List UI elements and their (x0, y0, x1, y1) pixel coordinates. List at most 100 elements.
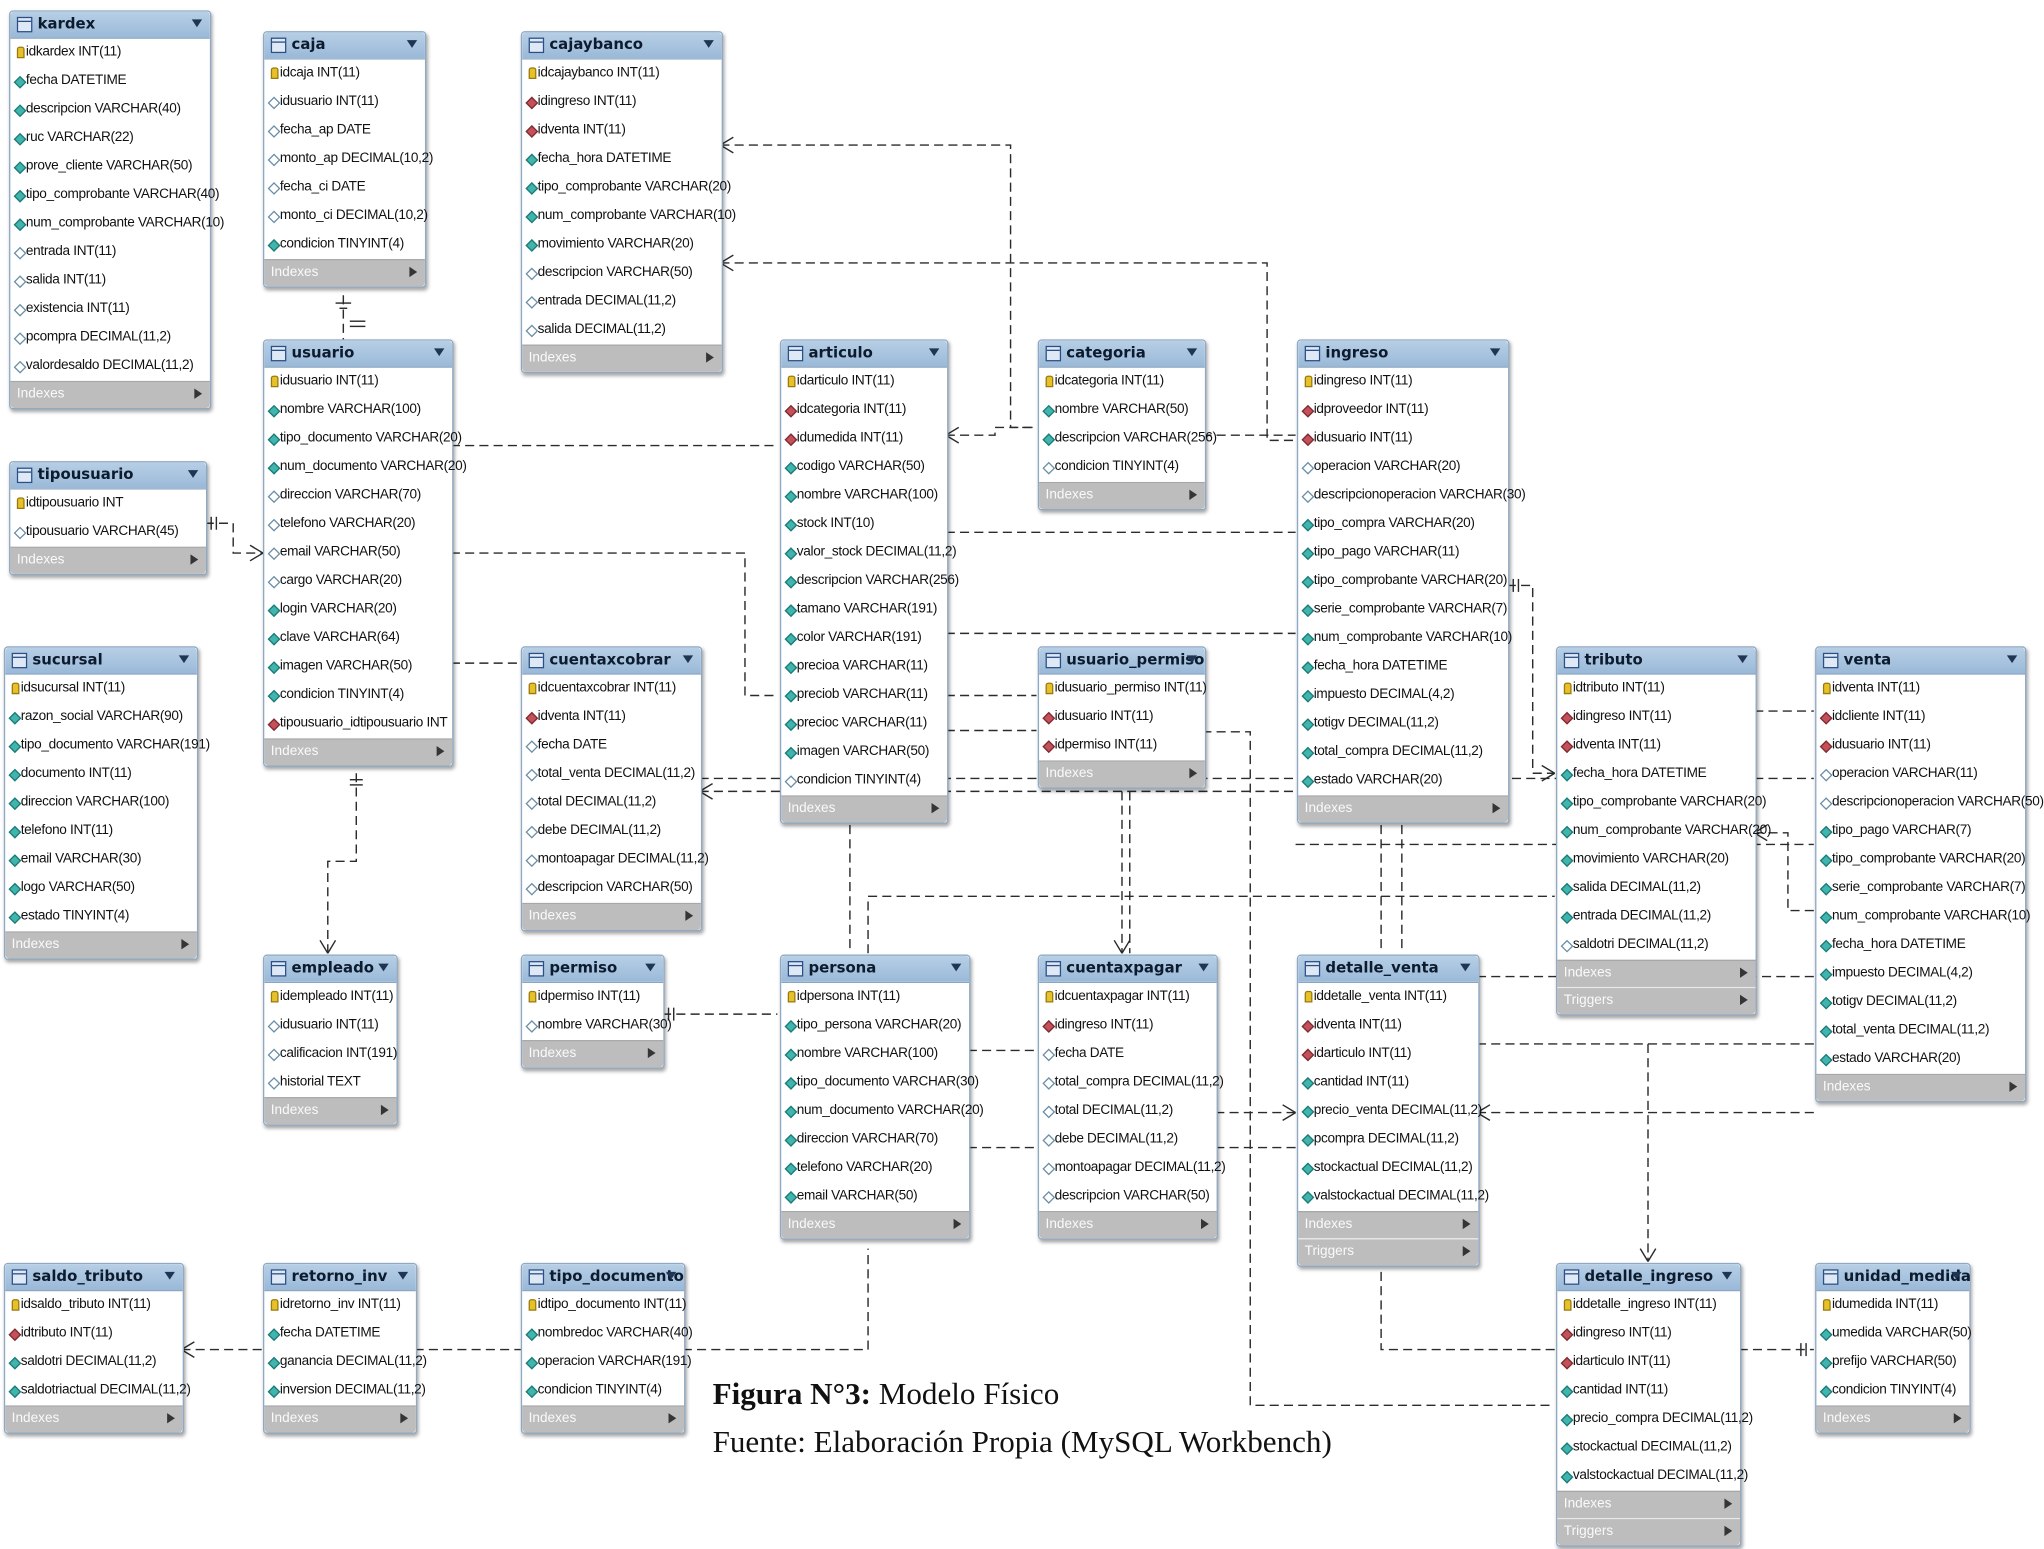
table-header[interactable]: detalle_venta (1298, 955, 1479, 984)
section-indexes[interactable]: Indexes (10, 380, 210, 408)
expand-arrow-icon[interactable] (1201, 1218, 1209, 1230)
expand-arrow-icon[interactable] (685, 910, 694, 921)
table-header[interactable]: sucursal (5, 647, 197, 675)
column-row[interactable]: idarticulo INT(11) (781, 368, 947, 396)
column-row[interactable]: estado VARCHAR(20) (1816, 1045, 2025, 1073)
column-row[interactable]: tipousuario_idtipousuario INT (264, 710, 452, 738)
column-row[interactable]: calificacion INT(191) (264, 1040, 397, 1068)
column-row[interactable]: codigo VARCHAR(50) (781, 453, 947, 481)
column-row[interactable]: num_comprobante VARCHAR(10) (522, 202, 736, 230)
expand-arrow-icon[interactable] (931, 803, 940, 814)
column-row[interactable]: fecha_hora DATETIME (522, 145, 722, 173)
column-row[interactable]: nombre VARCHAR(50) (1039, 396, 1205, 424)
expand-arrow-icon[interactable] (167, 1413, 175, 1424)
column-row[interactable]: idventa INT(11) (522, 703, 701, 731)
column-row[interactable]: idproveedor INT(11) (1298, 396, 1508, 424)
column-row[interactable]: telefono VARCHAR(20) (264, 510, 452, 538)
column-row[interactable]: idtipo_documento INT(11) (522, 1291, 687, 1319)
section-indexes[interactable]: Indexes (10, 546, 207, 574)
column-row[interactable]: num_comprobante VARCHAR(10) (1298, 624, 1512, 652)
column-row[interactable]: total DECIMAL(11,2) (1039, 1097, 1216, 1125)
table-header[interactable]: articulo (781, 340, 948, 368)
section-indexes[interactable]: Indexes (1557, 1490, 1740, 1518)
column-row[interactable]: precio_compra DECIMAL(11,2) (1557, 1405, 1753, 1433)
column-row[interactable]: tamano VARCHAR(191) (781, 596, 947, 624)
column-row[interactable]: cantidad INT(11) (1298, 1069, 1478, 1097)
column-row[interactable]: totigv DECIMAL(11,2) (1816, 988, 2025, 1016)
column-row[interactable]: num_comprobante VARCHAR(10) (10, 210, 224, 238)
column-row[interactable]: idarticulo INT(11) (1557, 1348, 1740, 1376)
column-row[interactable]: idusuario INT(11) (1039, 703, 1205, 731)
column-row[interactable]: direccion VARCHAR(100) (5, 789, 197, 817)
column-row[interactable]: operacion VARCHAR(11) (1816, 760, 2025, 788)
table-header[interactable]: saldo_tributo (5, 1264, 183, 1292)
column-row[interactable]: fecha DATE (522, 732, 701, 760)
column-row[interactable]: tipo_comprobante VARCHAR(20) (1557, 789, 1767, 817)
section-indexes[interactable]: Indexes (1298, 1211, 1479, 1239)
column-row[interactable]: idcuentaxpagar INT(11) (1039, 983, 1216, 1011)
section-indexes[interactable]: Indexes (1816, 1073, 2026, 1101)
column-row[interactable]: idcuentaxcobrar INT(11) (522, 675, 701, 703)
section-indexes[interactable]: Indexes (1039, 481, 1205, 510)
column-row[interactable]: tipo_pago VARCHAR(7) (1816, 817, 2025, 845)
column-row[interactable]: nombre VARCHAR(100) (781, 482, 947, 510)
column-row[interactable]: idventa INT(11) (1816, 675, 2025, 703)
column-row[interactable]: debe DECIMAL(11,2) (522, 817, 701, 845)
column-row[interactable]: nombre VARCHAR(100) (264, 396, 452, 424)
column-row[interactable]: tipo_documento VARCHAR(30) (781, 1069, 979, 1097)
expand-arrow-icon[interactable] (706, 352, 714, 363)
column-row[interactable]: impuesto DECIMAL(4,2) (1298, 681, 1508, 709)
column-row[interactable]: cargo VARCHAR(20) (264, 567, 452, 595)
column-row[interactable]: idcategoria INT(11) (781, 396, 947, 424)
column-row[interactable]: total_venta DECIMAL(11,2) (1816, 1017, 2025, 1045)
column-row[interactable]: idusuario_permiso INT(11) (1039, 675, 1207, 703)
column-row[interactable]: total_venta DECIMAL(11,2) (522, 760, 701, 788)
column-row[interactable]: tipo_persona VARCHAR(20) (781, 1012, 969, 1040)
column-row[interactable]: valor_stock DECIMAL(11,2) (781, 539, 957, 567)
collapse-chevron-icon[interactable] (703, 40, 714, 48)
column-row[interactable]: direccion VARCHAR(70) (264, 482, 452, 510)
column-row[interactable]: idingreso INT(11) (522, 88, 722, 116)
column-row[interactable]: operacion VARCHAR(20) (1298, 453, 1508, 481)
section-indexes[interactable]: Indexes (264, 1097, 397, 1125)
column-row[interactable]: documento INT(11) (5, 760, 197, 788)
column-row[interactable]: prefijo VARCHAR(50) (1816, 1348, 1969, 1376)
collapse-chevron-icon[interactable] (1489, 348, 1501, 357)
expand-arrow-icon[interactable] (668, 1413, 677, 1424)
column-row[interactable]: logo VARCHAR(50) (5, 874, 197, 902)
column-row[interactable]: idempleado INT(11) (264, 983, 396, 1011)
column-row[interactable]: idcajaybanco INT(11) (522, 60, 722, 88)
column-row[interactable]: pcompra DECIMAL(11,2) (1298, 1126, 1478, 1154)
column-row[interactable]: total DECIMAL(11,2) (522, 789, 701, 817)
table-header[interactable]: caja (264, 32, 425, 60)
column-row[interactable]: inversion DECIMAL(11,2) (264, 1377, 426, 1405)
column-row[interactable]: imagen VARCHAR(50) (781, 738, 947, 766)
section-indexes[interactable]: Indexes (5, 931, 197, 959)
column-row[interactable]: condicion TINYINT(4) (264, 231, 425, 259)
section-indexes[interactable]: Indexes (1039, 1211, 1217, 1239)
column-row[interactable]: prove_cliente VARCHAR(50) (10, 153, 210, 181)
column-row[interactable]: condicion TINYINT(4) (1039, 453, 1205, 481)
column-row[interactable]: fecha_hora DATETIME (1298, 653, 1508, 681)
section-indexes[interactable]: Indexes (781, 1211, 970, 1239)
column-row[interactable]: entrada DECIMAL(11,2) (1557, 903, 1755, 931)
expand-arrow-icon[interactable] (1724, 1498, 1733, 1509)
expand-arrow-icon[interactable] (1724, 1525, 1733, 1537)
table-header[interactable]: tributo (1557, 647, 1756, 675)
column-row[interactable]: tipousuario VARCHAR(45) (10, 518, 206, 546)
column-row[interactable]: idtipousuario INT (10, 490, 206, 518)
column-row[interactable]: condicion TINYINT(4) (264, 681, 452, 709)
column-row[interactable]: num_documento VARCHAR(20) (264, 453, 467, 481)
column-row[interactable]: idsaldo_tributo INT(11) (5, 1291, 182, 1319)
column-row[interactable]: idumedida INT(11) (781, 425, 947, 453)
column-row[interactable]: idpersona INT(11) (781, 983, 969, 1011)
column-row[interactable]: idtributo INT(11) (1557, 675, 1755, 703)
